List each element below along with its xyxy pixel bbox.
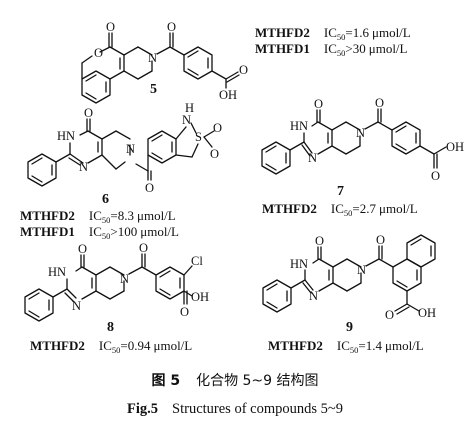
- atom-o-carbonyl: O: [315, 234, 324, 248]
- atom-h: H: [185, 101, 194, 115]
- atom-oh-acid: OH: [446, 140, 464, 154]
- compound-9-structure: HN O N N O OH O: [262, 233, 436, 322]
- compound-5-structure: O O N O O OH: [81, 20, 248, 104]
- atom-o-amide: O: [375, 96, 384, 110]
- compound-7-number: 7: [337, 184, 344, 199]
- compound-5-number: 5: [150, 82, 157, 97]
- atom-n-ring: N: [309, 289, 318, 303]
- compound-6-structure: HN O N N O H N S O O: [27, 101, 222, 195]
- atom-o-amide: O: [139, 241, 148, 255]
- atom-o-carbonyl: O: [314, 97, 323, 111]
- atom-hn: HN: [48, 265, 66, 279]
- atom-oh-acid: OH: [219, 88, 237, 102]
- atom-o-sulfonyl-1: O: [213, 121, 222, 135]
- atom-o-carbonyl: O: [106, 20, 115, 34]
- atom-s: S: [195, 130, 202, 144]
- caption-chinese: 图 5 化合物 5~9 结构图: [151, 372, 318, 389]
- atom-o-carbonyl: O: [78, 242, 87, 256]
- atom-o-acid: O: [180, 305, 189, 319]
- atom-n-sulfonamide: N: [182, 113, 191, 127]
- atom-n: N: [148, 51, 157, 65]
- atom-hn: HN: [290, 119, 308, 133]
- atom-o-sulfonyl-2: O: [210, 147, 219, 161]
- atom-n-ring: N: [72, 299, 81, 313]
- atom-n-piperidine: N: [120, 272, 129, 286]
- atom-n-ring: N: [79, 160, 88, 174]
- compound-7-structure: HN O N N O OH O: [261, 96, 464, 183]
- atom-n-ring: N: [308, 151, 317, 165]
- atom-n-piperidine: N: [357, 263, 366, 277]
- atom-o-amide: O: [145, 181, 154, 195]
- compound-8-number: 8: [107, 320, 114, 335]
- atom-o-amide: O: [167, 20, 176, 34]
- atom-n-piperidine: N: [356, 126, 365, 140]
- atom-o-acid: O: [239, 63, 248, 77]
- atom-cl: Cl: [191, 254, 203, 268]
- atom-o-ring: O: [94, 46, 103, 60]
- compound-6-number: 6: [102, 192, 109, 207]
- atom-hn: HN: [57, 129, 75, 143]
- compound-9-number: 9: [346, 320, 353, 335]
- atom-o-acid: O: [385, 308, 394, 322]
- atom-oh-acid: OH: [191, 290, 209, 304]
- atom-o-carbonyl: O: [84, 106, 93, 120]
- atom-o-amide: O: [376, 233, 385, 247]
- atom-oh-acid: OH: [418, 306, 436, 320]
- compound-8-structure: HN O N N O Cl OH O: [24, 241, 209, 322]
- atom-o-acid: O: [431, 169, 440, 183]
- atom-n-piperidine: N: [126, 142, 135, 156]
- atom-hn: HN: [290, 257, 308, 271]
- caption-english: Fig.5 Structures of compounds 5~9: [127, 400, 343, 417]
